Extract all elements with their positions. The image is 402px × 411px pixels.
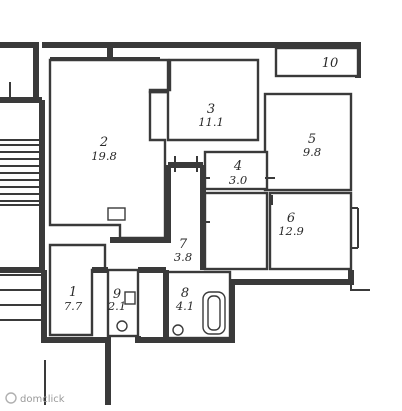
room-3: 3 11.1 — [148, 58, 260, 142]
room-6-number: 6 — [287, 211, 295, 226]
room-4-number: 4 — [233, 159, 242, 174]
room-8-area: 4.1 — [175, 299, 194, 313]
room-1: 1 7.7 — [48, 243, 107, 337]
room-9-number: 9 — [113, 287, 121, 302]
room-1-area: 7.7 — [64, 299, 83, 313]
room-7: 7 3.8 — [110, 162, 206, 270]
room-6-area: 12.9 — [278, 224, 304, 238]
door-marks — [174, 156, 275, 223]
room-2-area: 19.8 — [91, 149, 117, 163]
room-6: 6 12.9 — [203, 191, 370, 291]
room-5-area: 9.8 — [303, 145, 321, 159]
room-8: 8 4.1 — [164, 270, 232, 340]
room-9: 9 2.1 — [106, 268, 140, 338]
room-10-number: 10 — [322, 56, 339, 71]
room-2: 2 19.8 — [48, 58, 170, 240]
room-5-number: 5 — [308, 132, 316, 147]
staircase — [0, 139, 42, 321]
room-9-area: 2.1 — [107, 299, 126, 313]
room-7-area: 3.8 — [174, 250, 192, 264]
room-3-area: 11.1 — [198, 115, 224, 129]
interior-walls — [92, 267, 354, 343]
room-4-area: 3.0 — [229, 173, 247, 187]
room-4: 4 3.0 — [203, 150, 269, 191]
room-1-number: 1 — [69, 285, 77, 300]
room-2-number: 2 — [99, 135, 108, 150]
room-7-number: 7 — [179, 237, 188, 252]
room-5: 5 9.8 — [263, 92, 353, 192]
watermark: domclick — [5, 392, 65, 405]
room-8-number: 8 — [181, 286, 189, 301]
watermark-text: domclick — [20, 394, 65, 405]
neighbour-unit-left — [0, 42, 45, 273]
balcony-10: 10 — [274, 46, 360, 78]
room-3-number: 3 — [207, 102, 215, 117]
